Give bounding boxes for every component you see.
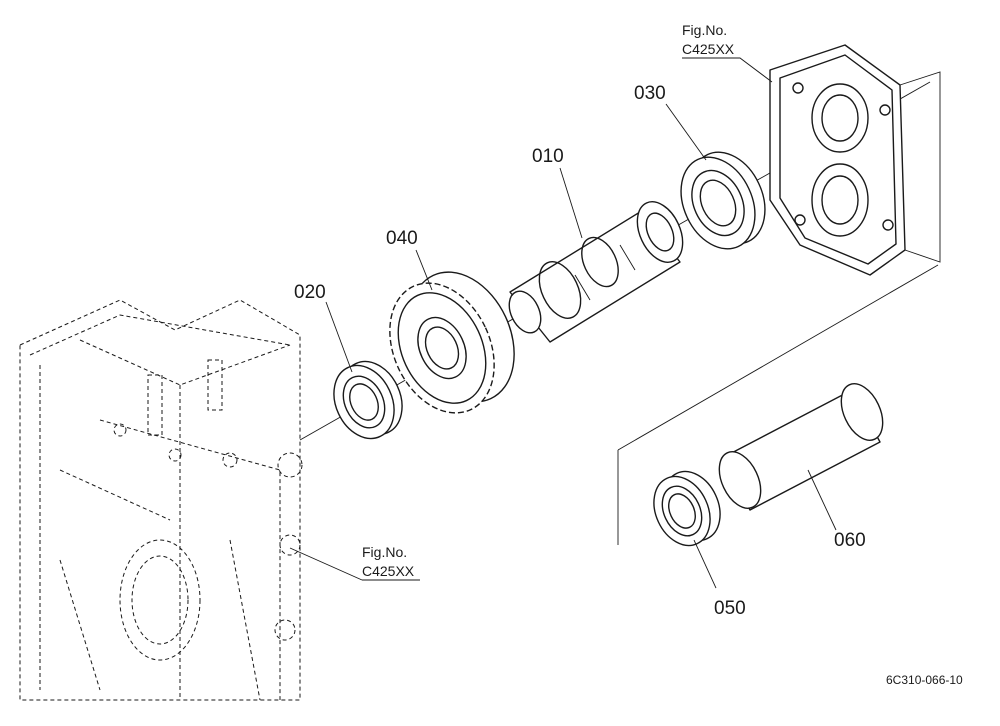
fig-ref-top-title: Fig.No. [682, 22, 727, 38]
part-label-010: 010 [532, 146, 564, 167]
fig-ref-bottom-code: C425XX [362, 563, 415, 579]
fig-ref-bottom-title: Fig.No. [362, 544, 407, 560]
part-label-060: 060 [834, 530, 866, 551]
bearing-030 [680, 151, 766, 250]
part-label-050: 050 [714, 598, 746, 619]
collar-060 [718, 383, 884, 511]
leader-lines [289, 57, 837, 589]
part-label-030: 030 [634, 83, 666, 104]
part-label-040: 040 [386, 228, 418, 249]
shaft-010 [508, 201, 684, 343]
part-label-020: 020 [294, 282, 326, 303]
drawing-code: 6C310-066-10 [886, 673, 963, 687]
cover-plate [769, 44, 941, 276]
bearing-020 [333, 360, 403, 440]
fig-ref-top-code: C425XX [682, 41, 735, 57]
oil-seal-050 [653, 470, 721, 547]
transmission-case [19, 299, 303, 701]
gear-040 [389, 271, 515, 414]
